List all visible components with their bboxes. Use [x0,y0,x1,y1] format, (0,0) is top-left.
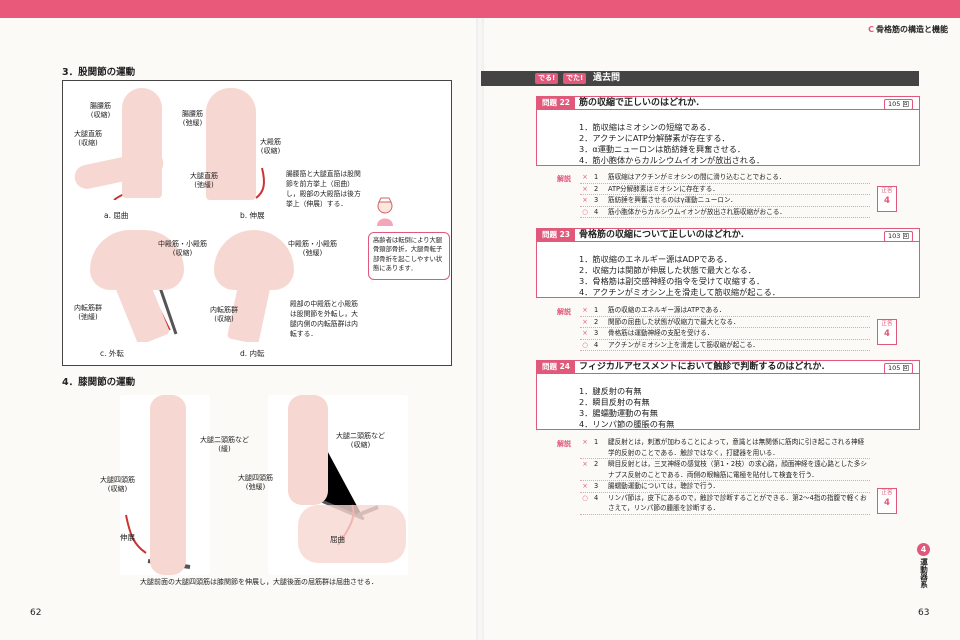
q24-answer: 4 [884,498,890,508]
q24-option-1: 1．腱反射の有無 [579,386,642,396]
banner-tag-deta: でた! [563,73,587,84]
label-biceps-femoris-contract: 大腿二頭筋など (収縮) [336,432,385,449]
page-number-left: 62 [30,608,42,618]
caption-abduction: c. 外転 [100,349,124,358]
note-abduction-adduction: 殿部の中殿筋と小殿筋は股関節を外転し，大腿内側の内転筋群は内転する． [290,300,358,338]
section-hip-title: 3．股関節の運動 [62,67,136,78]
q23-answer-box: 正答 4 [877,319,897,345]
q23-option-1: 1．筋収縮のエネルギー源はADPである． [579,254,732,264]
q23-answer-label: 正答 [881,321,893,327]
label-quadriceps-contract: 大腿四頭筋 (収縮) [100,476,135,493]
q22-explanation-label: 解説 [557,175,571,183]
q24-answer-label: 正答 [881,490,893,496]
label-adductors-relax: 内転筋群 (弛緩) [74,304,102,321]
q24-option-3: 3．腸蠕動運動の有無 [579,408,658,418]
label-rectus-femoris-relax: 大腿直筋 (弛緩) [190,172,218,189]
question-22-title: 筋の収縮で正しいのはどれか． [579,98,705,108]
question-23-box: 問題 23 骨格筋の収縮について正しいのはどれか． 103 回 1．筋収縮のエネ… [536,228,920,298]
question-24-title: フィジカルアセスメントにおいて触診で判断するのはどれか． [579,362,830,372]
q23-explanation-label: 解説 [557,308,571,316]
q24-option-4: 4．リンパ節の腫脹の有無 [579,419,675,429]
knee-flexion-action: 屈曲 [330,535,345,544]
label-iliopsoas-relax: 腸腰筋 (弛緩) [182,110,203,127]
note-flexion-extension: 腸腰筋と大腿直筋は股関節を前方挙上（屈曲）し，殿部の大殿筋は後方挙上（伸展）する… [286,170,361,208]
nurse-icon [377,197,393,226]
question-22-id: 問題 22 [537,97,575,109]
hip-adduction-figure [210,230,298,342]
label-iliopsoas-contract: 腸腰筋 (収縮) [90,102,111,119]
hip-abduction-figure [80,230,192,342]
caption-extension: b. 伸展 [240,211,265,220]
chapter-letter: C [868,25,874,34]
side-chapter-title: 運動器系 [919,558,929,588]
knee-caption: 大腿前面の大腿四頭筋は膝関節を伸展し，大腿後面の屈筋群は屈曲させる． [140,578,378,586]
q24-explanation-label: 解説 [557,440,571,448]
label-quadriceps-relax: 大腿四頭筋 (弛緩) [238,474,273,491]
side-chapter-number: 4 [917,543,930,556]
q23-option-3: 3．骨格筋は副交感神経の指令を受けて収縮する． [579,276,765,286]
label-gluteus-medius-relax: 中殿筋・小殿筋 (弛緩) [288,240,337,257]
knee-flexion-figure [268,395,408,575]
q24-option-2: 2．瞬目反射の有無 [579,397,650,407]
q23-answer: 4 [884,329,890,339]
knee-extension-figure [120,395,210,575]
hip-flexion-figure [74,88,179,200]
label-gluteus-medius-contract: 中殿筋・小殿筋 (収縮) [158,240,207,257]
q22-answer-box: 正答 4 [877,186,897,212]
past-exam-banner: でる! でた! 過去問 [481,71,919,86]
q22-answer: 4 [884,196,890,206]
question-23-id: 問題 23 [537,229,575,241]
q23-option-2: 2．収縮力は関節が伸展した状態で最大となる． [579,265,756,275]
q24-answer-box: 正答 4 [877,488,897,514]
question-24-box: 問題 24 フィジカルアセスメントにおいて触診で判断するのはどれか． 105 回… [536,360,920,430]
question-22-box: 問題 22 筋の収縮で正しいのはどれか． 105 回 1．筋収縮はミオシンの短縮… [536,96,920,166]
label-biceps-femoris-relax: 大腿二頭筋など (緩) [200,436,249,453]
label-adductors-contract: 内転筋群 (収縮) [210,306,238,323]
question-24-id: 問題 24 [537,361,575,373]
caption-flexion: a. 屈曲 [104,211,129,220]
q22-option-4: 4．筋小胞体からカルシウムイオンが放出される． [579,155,765,165]
chapter-side-tab: 4 運動器系 [917,543,931,590]
page-number-right: 63 [918,608,930,618]
book-spine [476,18,484,640]
q22-answer-label: 正答 [881,188,893,194]
q22-option-1: 1．筋収縮はミオシンの短縮である． [579,122,716,132]
question-23-title: 骨格筋の収縮について正しいのはどれか． [579,230,750,240]
label-gluteus-maximus-contract: 大殿筋 (収縮) [260,138,281,155]
q23-option-4: 4．アクチンがミオシン上を滑走して筋収縮が起こる． [579,287,781,297]
knee-extension-action: 伸展 [120,533,135,542]
q22-option-3: 3．α運動ニューロンは筋紡錘を興奮させる． [579,144,746,154]
banner-title: 過去問 [593,73,621,83]
label-rectus-femoris-contract: 大腿直筋 (収縮) [74,130,102,147]
nurse-speech-bubble: 高齢者は転倒により大腿骨頸部骨折，大腿骨転子部骨折を起こしやすい状態にあります． [368,232,450,280]
caption-adduction: d. 内転 [240,349,265,358]
section-knee-title: 4．膝関節の運動 [62,377,136,388]
q22-option-2: 2．アクチンにATP分解酵素が存在する． [579,133,730,143]
hip-extension-figure [192,88,282,200]
chapter-title: 骨格筋の構造と機能 [876,25,948,34]
top-color-bar [0,0,960,18]
banner-tag-deru: でる! [535,73,559,84]
